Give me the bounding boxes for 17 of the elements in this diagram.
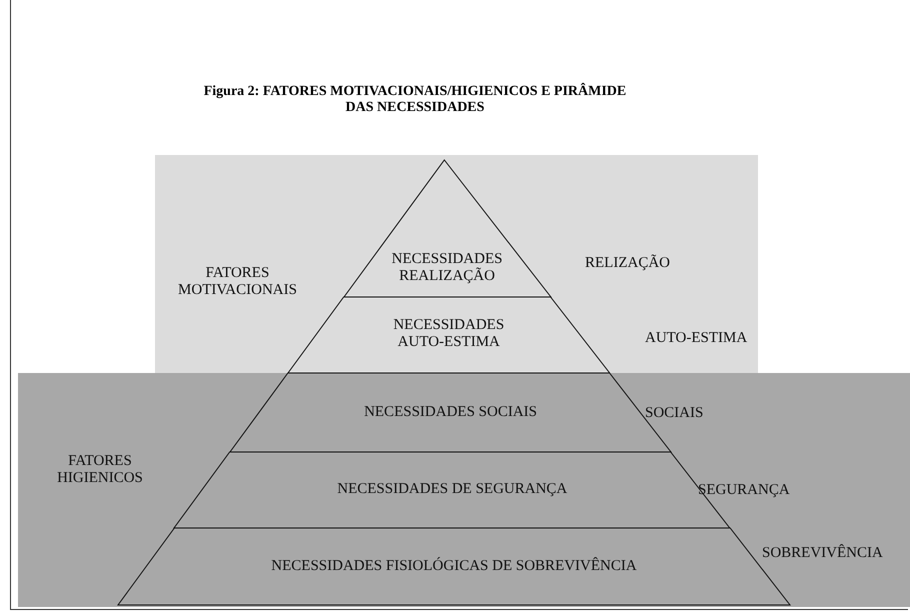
need-label: SEGURANÇA xyxy=(698,482,790,499)
need-label: RELIZAÇÃO xyxy=(585,255,670,272)
level-label: NECESSIDADES REALIZAÇÃO xyxy=(390,251,504,285)
need-label: SOBREVIVÊNCIA xyxy=(762,545,883,562)
need-label: AUTO-ESTIMA xyxy=(645,330,748,347)
band-label: FATORES HIGIENICOS xyxy=(56,453,144,487)
level-label: NECESSIDADES SOCIAIS xyxy=(363,404,538,420)
level-label: NECESSIDADES AUTO-ESTIMA xyxy=(392,317,506,351)
level-label: NECESSIDADES DE SEGURANÇA xyxy=(336,481,568,498)
pyramid-level xyxy=(344,160,550,297)
factor-band xyxy=(18,373,910,607)
band-label: FATORES MOTIVACIONAIS xyxy=(177,265,298,299)
pyramid-level xyxy=(288,297,610,373)
level-label: NECESSIDADES FISIOLÓGICAS DE SOBREVIVÊNCIA xyxy=(270,558,638,574)
figure-title: Figura 2: FATORES MOTIVACIONAIS/HIGIENICOS E PIRÂMIDE DAS NECESSIDADES xyxy=(202,84,628,116)
factor-band xyxy=(155,155,758,373)
need-label: SOCIAIS xyxy=(645,405,704,422)
